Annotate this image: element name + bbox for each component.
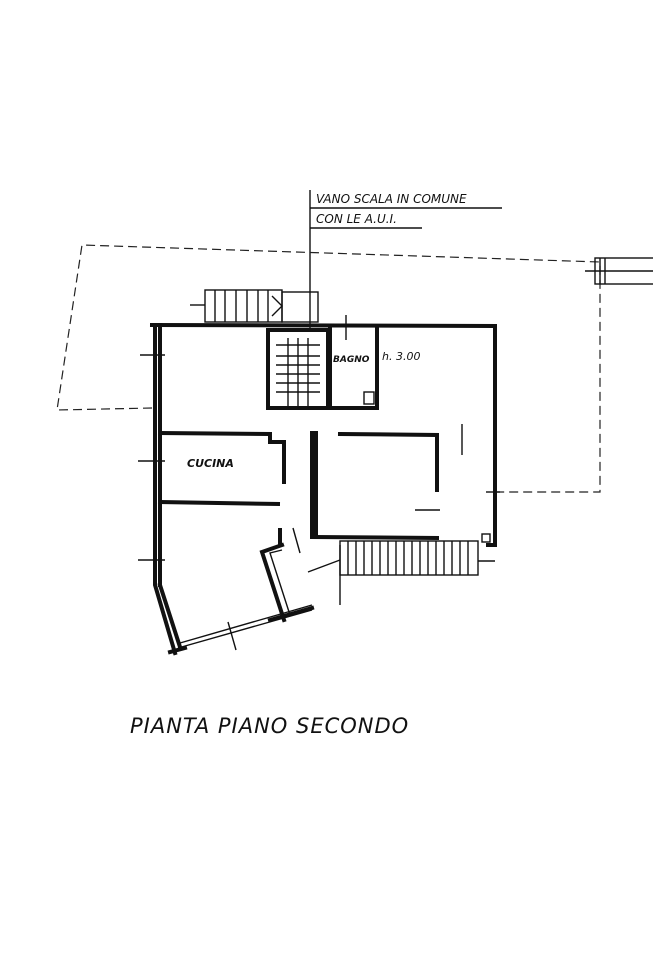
stair-top-external [190, 289, 319, 323]
bathroom: BAGNO h. 3.00 [328, 315, 420, 410]
property-boundary [56, 244, 601, 493]
annotation-line1: VANO SCALA IN COMUNE [316, 192, 467, 206]
stairwell-annotation: VANO SCALA IN COMUNE CON LE A.U.I. [309, 190, 502, 332]
internal-stairwell [266, 328, 330, 410]
outer-walls [138, 322, 500, 656]
stair-bottom-external [339, 540, 495, 576]
ceiling-height-label: h. 3.00 [382, 350, 420, 363]
annotation-line2: CON LE A.U.I. [316, 212, 397, 226]
drawing-title: PIANTA PIANO SECONDO [130, 714, 409, 738]
internal-walls: CUCINA [157, 424, 463, 623]
stair-right-edge [585, 257, 653, 285]
room-label-cucina: CUCINA [187, 457, 234, 470]
room-label-bagno: BAGNO [333, 355, 370, 365]
